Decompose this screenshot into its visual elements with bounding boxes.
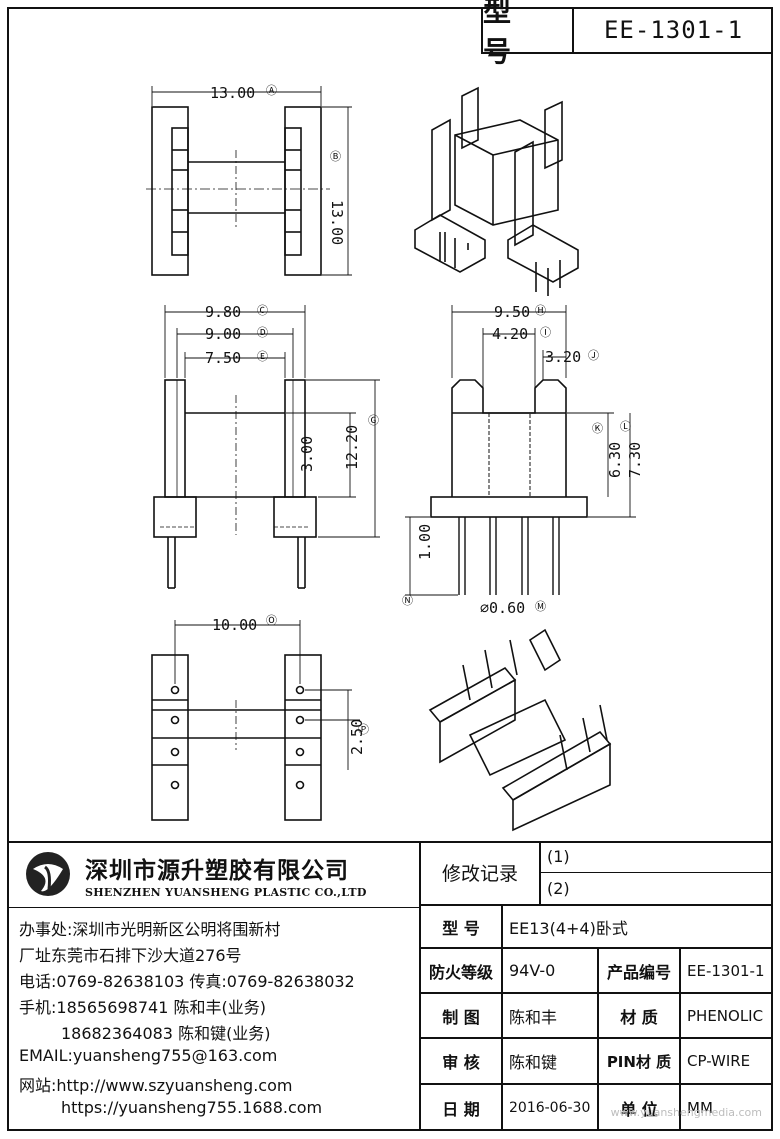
isometric-view-bottom [428, 628, 612, 832]
material-label: 材 质 [620, 1007, 658, 1027]
dim-P-value: 2.50 [348, 719, 366, 755]
dim-H-tag: Ⓗ [535, 304, 546, 317]
dim-I-value: 4.20 [492, 325, 528, 343]
dim-M-tag: Ⓜ [535, 600, 546, 613]
technical-drawing [146, 86, 636, 832]
dim-E-value: 7.50 [205, 349, 241, 367]
dim-A-tag: Ⓐ [266, 84, 277, 97]
phone-fax: 电话:0769-82638103 传真:0769-82638032 [19, 972, 355, 991]
material-value: PHENOLIC [687, 1006, 764, 1025]
email: EMAIL:yuansheng755@163.com [19, 1046, 278, 1065]
dim-P-tag: Ⓟ [358, 723, 369, 736]
drawing-frame [7, 7, 773, 1131]
dim-C-tag: Ⓒ [257, 304, 268, 317]
dim-H-value: 9.50 [494, 303, 530, 321]
isometric-view-top [414, 86, 579, 296]
mobile-2: 18682364083 陈和键(业务) [61, 1024, 271, 1043]
title-block: 深圳市源升塑胶有限公司 SHENZHEN YUANSHENG PLASTIC C… [7, 841, 773, 1131]
unit-label: 单 位 [620, 1100, 658, 1119]
dim-K-tag: Ⓚ [592, 422, 603, 435]
website-2: https://yuansheng755.1688.com [61, 1098, 323, 1117]
drawn-by-value: 陈和丰 [509, 1007, 558, 1027]
unit-value: MM [687, 1099, 713, 1117]
dim-G-value: 12.20 [343, 425, 361, 470]
dim-L-value: 7.30 [626, 442, 644, 478]
dim-J-tag: Ⓙ [588, 349, 599, 362]
checked-by-value: 陈和键 [509, 1053, 558, 1072]
dim-B-value: 13.00 [328, 200, 346, 245]
company-name-cn: 深圳市源升塑胶有限公司 [85, 858, 349, 884]
side-view [405, 305, 636, 596]
dim-B-tag: Ⓑ [330, 150, 341, 163]
watermark: www.yuanshengmedia.com [610, 1106, 762, 1119]
date-value: 2016-06-30 [509, 1100, 591, 1116]
fire-rating-value: 94V-0 [509, 961, 556, 980]
model-value: EE13(4+4)卧式 [509, 918, 628, 938]
dim-N-value: 1.00 [416, 524, 434, 560]
office-address: 办事处:深圳市光明新区公明将围新村 [19, 920, 281, 939]
dim-M-value: ⌀0.60 [480, 599, 525, 617]
product-code-value: EE-1301-1 [687, 961, 765, 980]
company-name-en: SHENZHEN YUANSHENG PLASTIC CO.,LTD [85, 886, 367, 899]
dim-N-tag: Ⓝ [402, 594, 413, 607]
dim-O-tag: Ⓞ [266, 614, 277, 627]
checked-by-label: 审 核 [442, 1053, 480, 1072]
dim-D-tag: Ⓓ [257, 326, 268, 339]
dim-D-value: 9.00 [205, 325, 241, 343]
top-view [146, 86, 352, 276]
bottom-view [151, 620, 360, 821]
pin-material-label: PIN材 质 [606, 1052, 672, 1071]
dim-O-value: 10.00 [212, 616, 257, 634]
dim-L-tag: Ⓛ [620, 420, 631, 433]
dim-K-value: 6.30 [606, 442, 624, 478]
product-code-label: 产品编号 [606, 962, 671, 982]
revision-label: 修改记录 [441, 863, 518, 885]
dim-C-value: 9.80 [205, 303, 241, 321]
dim-A-value: 13.00 [210, 84, 255, 102]
model-header-value: EE-1301-1 [603, 15, 744, 44]
website-1: 网站:http://www.szyuansheng.com [19, 1076, 293, 1095]
mobile-1: 手机:18565698741 陈和丰(业务) [19, 998, 266, 1017]
company-logo-icon [26, 852, 70, 896]
dimension-labels: 13.00 Ⓐ 13.00 Ⓑ 9.80 Ⓒ 9.00 Ⓓ 7.50 Ⓔ 3.0… [205, 84, 644, 755]
dim-I-tag: Ⓘ [540, 326, 551, 339]
dim-F-value: 3.00 [298, 436, 316, 472]
fire-rating-label: 防火等级 [428, 962, 493, 982]
dim-E-tag: Ⓔ [257, 350, 268, 363]
dim-J-value: 3.20 [545, 348, 581, 366]
revision-2: (2) [547, 879, 570, 898]
factory-address: 厂址东莞市石排下沙大道276号 [19, 946, 242, 965]
model-label: 型 号 [442, 918, 480, 938]
revision-1: (1) [547, 847, 570, 866]
date-label: 日 期 [442, 1100, 480, 1119]
drawn-by-label: 制 图 [442, 1007, 480, 1027]
front-view [153, 305, 380, 589]
company-header: 深圳市源升塑胶有限公司 SHENZHEN YUANSHENG PLASTIC C… [15, 841, 419, 907]
pin-material-value: CP-WIRE [687, 1052, 751, 1070]
dim-G-tag: Ⓖ [368, 414, 379, 427]
